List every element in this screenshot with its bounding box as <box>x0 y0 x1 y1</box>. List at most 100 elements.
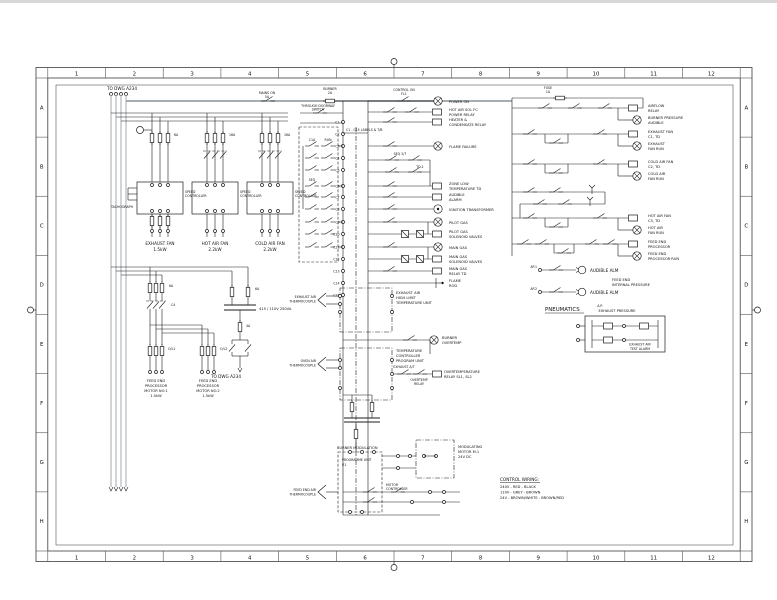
controller-tag: C1A <box>309 138 316 142</box>
thermocouple-label: EXHAUST AIR <box>295 295 317 299</box>
controller-label: CONTROLLER <box>295 194 317 198</box>
pneumatics-title: PNEUMATICS <box>545 307 580 313</box>
controller-tag: RUN <box>325 138 333 142</box>
thermocouple-label: THERMOCOUPLE <box>288 364 316 368</box>
overtemp-lamp-label: BURNER <box>442 336 458 340</box>
output-label: FLAME <box>449 279 462 283</box>
output-label: MAIN GAS <box>449 255 468 259</box>
grid-col-label: 9 <box>537 556 541 562</box>
thermocouple-label: THERMOCOUPLE <box>288 300 316 304</box>
grid-col-label: 2 <box>133 72 136 78</box>
fan-ladder-labels: AIRFLOW RELAY BURNER PRESSURE AUDIBLE EX… <box>648 104 684 261</box>
terminal-label: C10 <box>333 232 339 236</box>
legend-line: 240V - RED - BLACK <box>500 485 536 489</box>
burner-fuse-rating: 2A <box>328 91 333 95</box>
grid-row-label: D <box>40 283 44 289</box>
grid-row-label: E <box>745 342 749 348</box>
controller-tag: SEQ <box>309 178 316 182</box>
controller-label: SPEED <box>295 190 306 194</box>
output-label: MAIN GAS <box>449 246 468 250</box>
overtemp-relay-tag: OVERTEMP <box>410 378 427 382</box>
to-dwg-label: TO DWG A234 <box>106 86 137 91</box>
output-label: C3, TD <box>648 219 660 223</box>
burner-controller-box <box>298 126 339 263</box>
exhaust-pressure-label: EXHAUST PRESSURE <box>598 309 636 313</box>
grid-col-label: 12 <box>708 556 715 562</box>
alarm-label: AUDIBLE ALM <box>590 290 619 295</box>
starter-exhaust-fan: 6A SPEED CONTROLLER EXHAUST FAN 1.5kW TA… <box>110 113 207 252</box>
grid-col-label: 8 <box>479 72 483 78</box>
output-label: MAIN GAS <box>449 267 468 271</box>
legend-line: 110V - GREY - BROWN <box>500 491 541 495</box>
output-label: HOT AIR <box>648 226 663 230</box>
controller-label: PROGRAM UNIT <box>396 359 425 363</box>
alarm-label: AUDIBLE ALM <box>590 268 619 273</box>
output-label: RELAY <box>648 109 660 113</box>
grid-col-label: 3 <box>190 72 193 78</box>
output-label: EXHAUST FAN <box>648 130 673 134</box>
fuse-rating: 16A <box>229 133 236 137</box>
controller-label: HIGH LIMIT <box>396 296 417 300</box>
feed-motor1-label: MOTOR NO.1 <box>144 389 167 393</box>
output-label: ALARM <box>449 198 462 202</box>
programme-unit-label: PROGRAMME UNIT <box>342 458 372 462</box>
thermocouple-label: THERMOCOUPLE <box>288 493 316 497</box>
motor-rating: 2.2kW <box>263 247 276 252</box>
output-label: ROD <box>449 284 457 288</box>
overtemp-relay-tag: RELAY <box>414 382 424 386</box>
output-label: FLAME FAILURE <box>449 145 477 149</box>
motor-rating: 1.5kW <box>153 247 166 252</box>
grid-col-label: 3 <box>190 556 193 562</box>
grid-row-label: F <box>40 401 43 407</box>
feed-motor2-label: PROCESSOR <box>197 384 220 388</box>
output-label: PILOT GAS <box>449 230 469 234</box>
terminal-label: C6 <box>335 184 339 188</box>
terminal-note: C1 - C15 LABELS & T/B <box>346 128 382 132</box>
alarm-tag: AP.1 <box>530 265 537 269</box>
thermocouple-label: FEED END AIR <box>293 488 316 492</box>
grid-col-label: 1 <box>75 556 78 562</box>
terminal-label: C14 <box>333 281 339 285</box>
output-label: C1, TD <box>648 135 660 139</box>
terminal-label: C9 <box>335 220 339 224</box>
incoming-supply: TO DWG A234 <box>106 86 512 492</box>
grid-row-label: B <box>744 164 748 170</box>
terminal-label: C2 <box>335 132 339 136</box>
temperature-controllers: EXHAUST AIR THERMOCOUPLE EXHAUST AIR HIG… <box>288 287 481 401</box>
starter-hot-air-fan: 16A SPEED CONTROLLER HOT AIR FAN 2.2kW <box>191 113 262 252</box>
overtemp-lamp-label: OVERTEMP <box>442 341 462 345</box>
programme-unit-label: P.1 <box>342 463 346 467</box>
grid-col-label: 7 <box>421 72 424 78</box>
scan-edge <box>0 0 777 3</box>
feed-motor1-label: FEED END <box>147 379 165 383</box>
grid-row-label: G <box>744 460 748 466</box>
doorway-label: THROUGH DOORWAY <box>300 104 335 108</box>
motor-controller-label: CONTROLLER <box>386 487 408 491</box>
grid-col-label: 7 <box>421 556 424 562</box>
grid-col-label: 12 <box>708 72 715 78</box>
output-label: PROCESSOR <box>648 245 671 249</box>
control-transformer: 6A 415 / 110V 250VA 4A TO DWG A234 <box>210 267 292 379</box>
grid-col-label: 11 <box>650 72 657 78</box>
grid-col-label: 9 <box>537 72 541 78</box>
feed-motor1-label: 1.5kW <box>150 394 162 398</box>
registration-mark-right <box>752 306 761 314</box>
output-label: FAN RUN <box>648 177 664 181</box>
test-alarm-label: EXHAUST AIR <box>629 343 651 347</box>
registration-mark-left <box>27 306 36 314</box>
feed-motor2-label: 1.5kW <box>202 394 214 398</box>
transformer-rating: 415 / 110V 250VA <box>259 307 292 311</box>
grid-col-label: 5 <box>306 72 309 78</box>
contactor-tag: C4 <box>171 303 175 307</box>
fuse-label: FUSE <box>544 86 552 90</box>
starter-cold-air-fan: 16A SPEED CONTROLLER COLD AIR FAN 2.2kW <box>246 113 317 252</box>
terminal-label: C13 <box>333 269 339 273</box>
output-label: FAN RUN <box>648 231 664 235</box>
terminal-label: C3 <box>335 144 339 148</box>
alarms-and-pneumatics: AP.1 AUDIBLE ALM FEED END INTERNAL PRESS… <box>530 265 666 353</box>
output-label: SOLENOID VALVES <box>449 260 483 264</box>
output-label: FAN RUN <box>648 147 664 151</box>
